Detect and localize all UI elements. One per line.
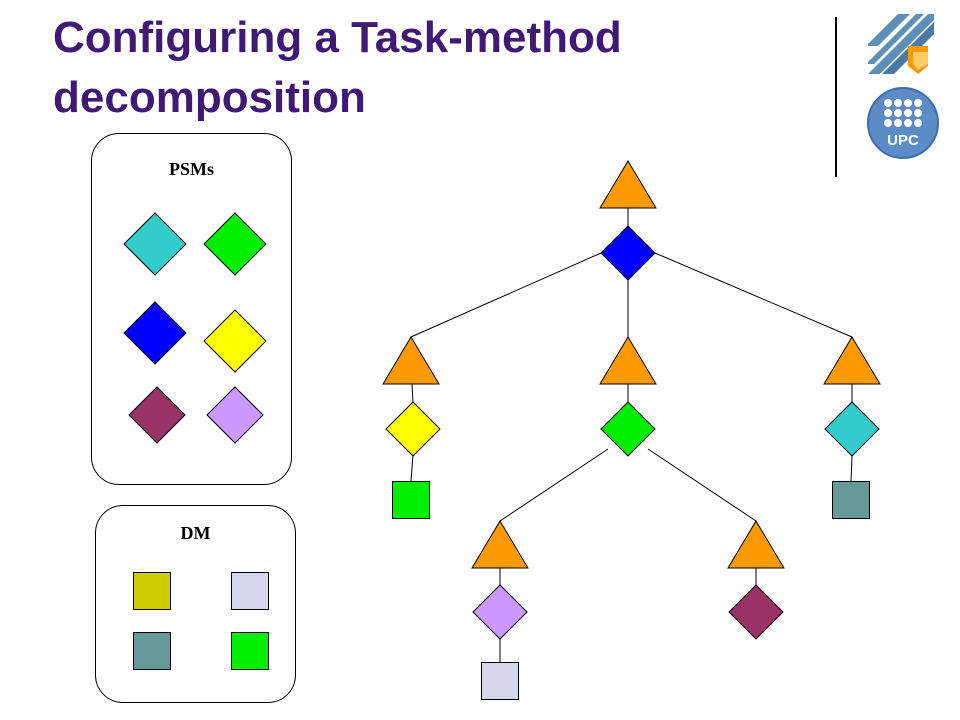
mid-method-diamond [600,401,656,457]
edge-mid-method-bottom-right-task [647,448,757,522]
left-dm-square [392,481,430,519]
right-dm-square [832,481,870,519]
root-task-triangle [599,160,657,209]
root-method-diamond [600,225,656,281]
dm-panel: DM [95,505,296,703]
edge-root-method-left-task [410,252,602,338]
stripes-logo-icon [868,14,934,74]
upc-logo-text: UPC [887,132,919,149]
right-method-diamond [824,401,880,457]
psms-panel: PSMs [91,133,292,485]
dm-panel-label: DM [180,523,211,543]
bottom-right-method-diamond [728,584,784,640]
upc-seal-icon: UPC [867,87,939,159]
left-task-triangle [382,336,440,385]
bottom-right-task-triangle [727,520,785,569]
bottom-left-method-diamond [472,584,528,640]
left-method-diamond [385,401,441,457]
bottom-left-task-triangle [471,520,529,569]
edge-right-method-dm [850,455,853,482]
title-divider [835,17,837,177]
edge-mid-method-bottom-left-task [499,448,609,522]
slide-title: Configuring a Task-method decomposition [53,13,622,122]
psms-panel-label: PSMs [169,159,214,179]
mid-task-triangle [599,336,657,385]
edge-root-method-right-task [654,252,853,338]
bottom-left-dm-square [481,662,519,700]
edge-left-method-dm [410,454,414,482]
edge-left-task-method [411,383,414,404]
right-task-triangle [823,336,881,385]
